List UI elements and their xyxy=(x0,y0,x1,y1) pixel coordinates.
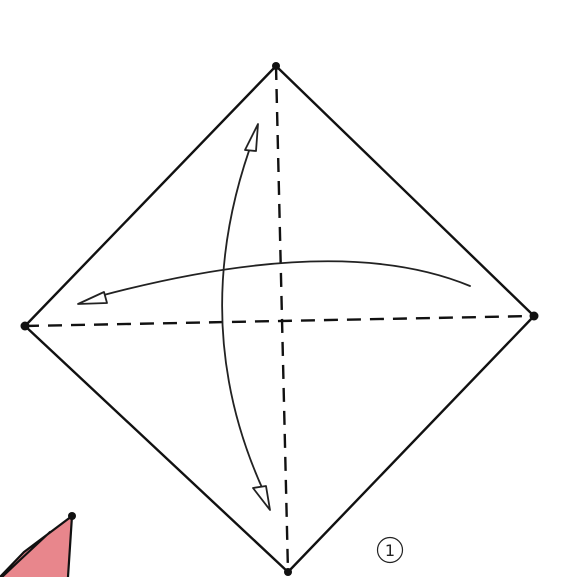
step-number: 1 xyxy=(385,541,395,560)
arrow-head-bottom-icon xyxy=(253,486,270,510)
horizontal-fold-arrow xyxy=(100,261,470,296)
top-corner-dot xyxy=(272,62,280,70)
left-corner-dot xyxy=(21,322,30,331)
vertical-fold-line xyxy=(276,66,288,572)
vertical-fold-unfold-arrow xyxy=(222,134,264,492)
paper-square-outline xyxy=(25,66,534,572)
right-corner-dot xyxy=(530,312,539,321)
bottom-corner-dot xyxy=(284,568,292,576)
preview-corner-dot xyxy=(68,512,76,520)
horizontal-fold-line xyxy=(25,316,534,326)
next-step-preview xyxy=(0,512,76,577)
arrow-head-left-icon xyxy=(78,292,107,304)
arrow-head-top-icon xyxy=(245,124,258,151)
